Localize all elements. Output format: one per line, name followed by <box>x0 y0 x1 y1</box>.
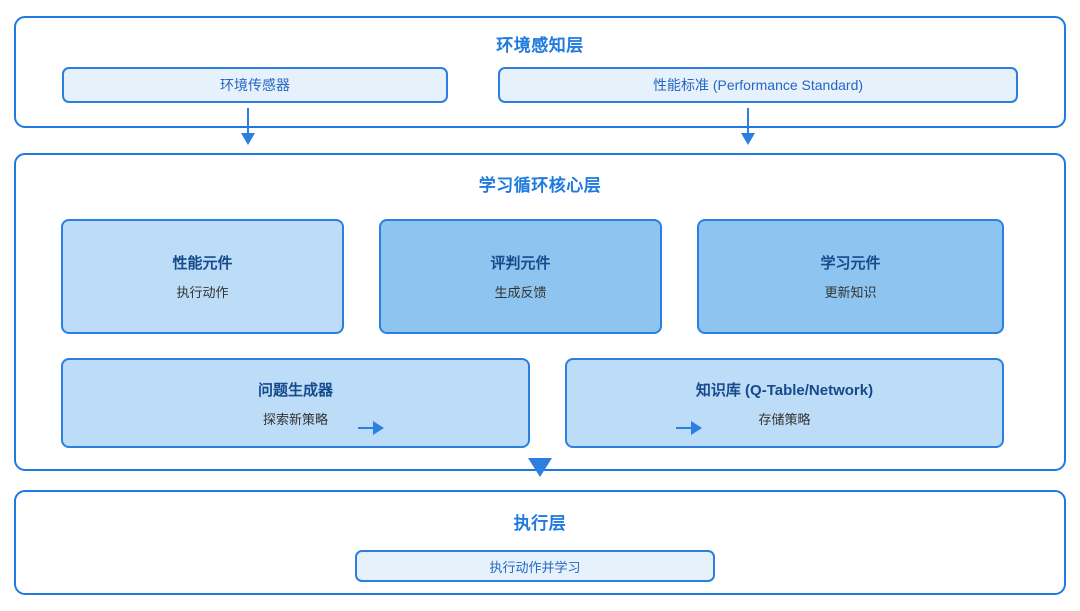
layer-core-title: 学习循环核心层 <box>478 176 602 195</box>
box-performance-standard-label: 性能标准 (Performance Standard) <box>652 77 864 93</box>
box-execute-and-learn-label: 执行动作并学习 <box>489 559 581 575</box>
box-critic-element-subtitle: 生成反馈 <box>494 285 547 300</box>
box-performance-element[interactable]: 性能元件 执行动作 <box>61 219 344 334</box>
box-knowledge-base-title: 知识库 (Q-Table/Network) <box>695 381 874 399</box>
connector-critic-to-learner-line <box>676 427 696 429</box>
connector-core-to-execution-arrowhead-icon <box>528 458 552 477</box>
connector-critic-to-learner-arrowhead-icon <box>691 421 702 435</box>
connector-performance-to-critic-arrowhead-icon <box>373 421 384 435</box>
layer-execution: 执行层 执行动作并学习 <box>14 490 1066 595</box>
box-learning-element-title: 学习元件 <box>820 255 881 272</box>
box-environment-sensor[interactable]: 环境传感器 <box>62 67 448 103</box>
connector-sensor-to-core-arrowhead-icon <box>241 133 255 145</box>
box-knowledge-base[interactable]: 知识库 (Q-Table/Network) 存储策略 <box>565 358 1004 448</box>
connector-standard-to-core-arrowhead-icon <box>741 133 755 145</box>
box-performance-standard[interactable]: 性能标准 (Performance Standard) <box>498 67 1018 103</box>
box-critic-element[interactable]: 评判元件 生成反馈 <box>379 219 662 334</box>
connector-sensor-to-core-line <box>247 108 249 138</box>
box-problem-generator[interactable]: 问题生成器 探索新策略 <box>61 358 530 448</box>
box-performance-element-subtitle: 执行动作 <box>176 285 229 300</box>
layer-core: 学习循环核心层 性能元件 执行动作 评判元件 生成反馈 学习元件 更新知识 问题… <box>14 153 1066 471</box>
box-knowledge-base-subtitle: 存储策略 <box>758 411 811 427</box>
box-environment-sensor-label: 环境传感器 <box>220 77 290 93</box>
layer-execution-title: 执行层 <box>513 514 567 533</box>
box-problem-generator-subtitle: 探索新策略 <box>262 411 328 427</box>
box-execute-and-learn[interactable]: 执行动作并学习 <box>355 550 715 582</box>
box-learning-element[interactable]: 学习元件 更新知识 <box>697 219 1004 334</box>
connector-performance-to-critic-line <box>358 427 378 429</box>
box-problem-generator-title: 问题生成器 <box>257 381 333 399</box>
layer-perception-title: 环境感知层 <box>496 36 584 55</box>
box-performance-element-title: 性能元件 <box>172 255 233 272</box>
connector-standard-to-core-line <box>747 108 749 138</box>
layer-perception: 环境感知层 环境传感器 性能标准 (Performance Standard) <box>14 16 1066 128</box>
box-learning-element-subtitle: 更新知识 <box>824 285 877 300</box>
box-critic-element-title: 评判元件 <box>490 255 551 272</box>
